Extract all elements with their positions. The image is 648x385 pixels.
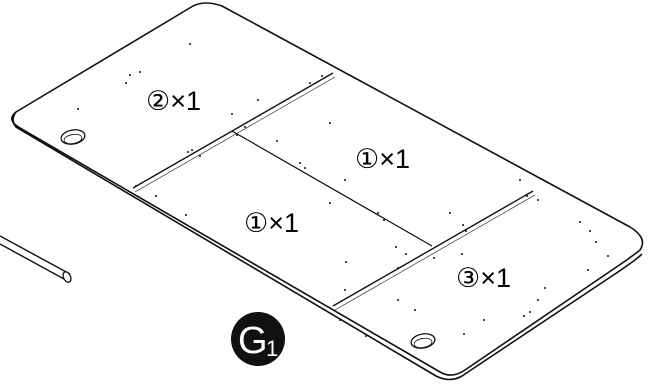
- screw-holes: [77, 43, 609, 337]
- desktop-board-top: [11, 2, 644, 376]
- seam-1-3: [332, 190, 534, 307]
- step-badge-letter: G: [238, 320, 268, 362]
- grommet-hole-right: [410, 333, 436, 349]
- part-label-3: ③×1: [456, 263, 511, 293]
- rod-part: [0, 235, 72, 283]
- desktop-board-edge: [12, 111, 643, 381]
- part-label-1-lower: ①×1: [244, 208, 299, 238]
- step-badge-number: 1: [266, 336, 278, 361]
- seam-1-upper: [231, 130, 433, 247]
- seam-2-1-shadow: [134, 76, 336, 193]
- seam-2-1: [132, 72, 334, 189]
- part-label-1-upper: ①×1: [355, 144, 410, 174]
- grommet-hole-left: [60, 129, 86, 145]
- desktop-board-edge-inner: [19, 127, 441, 373]
- part-label-2: ②×1: [146, 86, 201, 116]
- seam-1-3-shadow: [334, 194, 536, 311]
- step-badge: G 1: [231, 312, 285, 366]
